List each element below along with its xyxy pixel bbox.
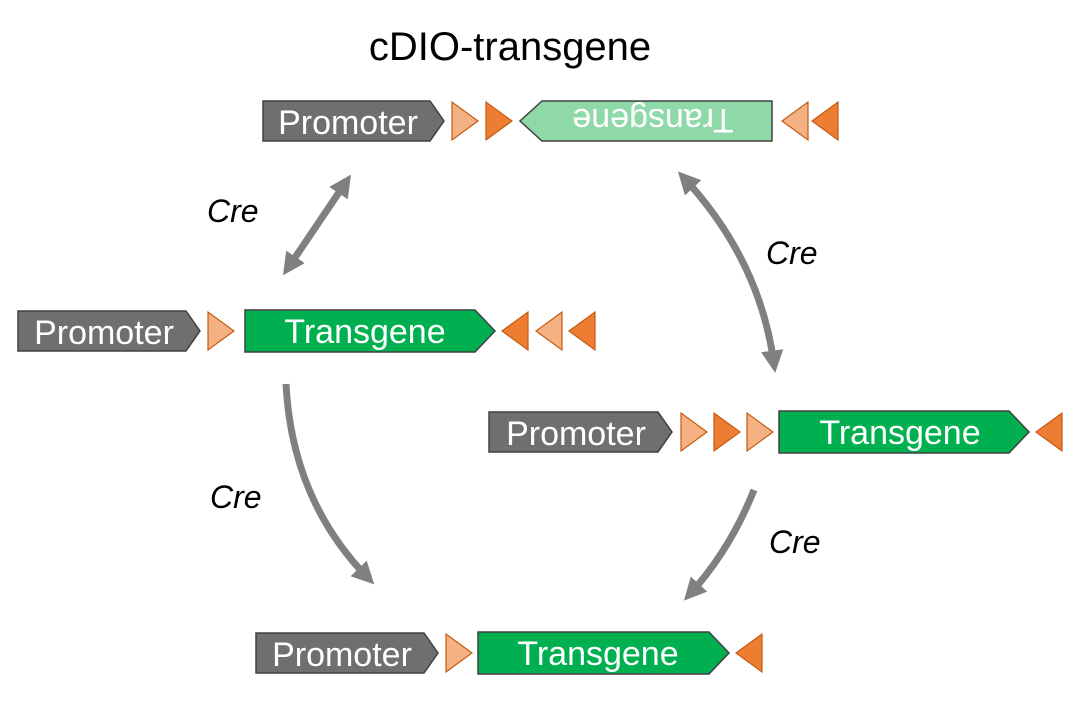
construct-middle-right: Promoter Transgene xyxy=(488,410,1063,454)
construct-top: Promoter Transgene xyxy=(262,100,839,142)
promoter-block: Promoter xyxy=(488,411,673,453)
diagram-title: cDIO-transgene xyxy=(369,25,651,69)
cre-arrow-bottom-left xyxy=(282,383,375,585)
promoter-label: Promoter xyxy=(506,415,646,453)
cre-label-top-right: Cre xyxy=(766,235,818,271)
cre-arrow-bottom-right xyxy=(683,488,758,601)
lox-site-light xyxy=(680,411,709,453)
transgene-label: Transgene xyxy=(284,313,445,351)
lox-site-dark xyxy=(810,100,839,142)
lox-site-dark xyxy=(500,310,529,352)
lox-site-dark xyxy=(713,411,742,453)
lox-site-light xyxy=(534,310,563,352)
promoter-label: Promoter xyxy=(272,636,412,674)
lox-site-light xyxy=(746,411,775,453)
cre-label-top-left: Cre xyxy=(207,193,259,229)
lox-site-dark xyxy=(734,632,763,674)
lox-site-light xyxy=(780,100,809,142)
cre-arrow-top-left xyxy=(282,174,352,276)
promoter-label: Promoter xyxy=(34,314,174,352)
construct-middle-left: Promoter Transgene xyxy=(17,309,596,353)
transgene-label: Transgene xyxy=(517,635,678,673)
promoter-block: Promoter xyxy=(17,310,201,352)
lox-site-dark xyxy=(485,100,514,142)
cre-label-bottom-left: Cre xyxy=(210,479,262,515)
promoter-label: Promoter xyxy=(278,104,418,142)
lox-site-light xyxy=(451,100,480,142)
lox-site-dark xyxy=(567,310,596,352)
transgene-block: Transgene xyxy=(244,309,497,353)
lox-site-dark xyxy=(1034,411,1063,453)
transgene-block: Transgene xyxy=(477,631,731,675)
cre-label-bottom-right: Cre xyxy=(769,524,821,560)
transgene-block: Transgene xyxy=(778,410,1031,454)
lox-site-light xyxy=(207,310,236,352)
lox-site-light xyxy=(445,632,474,674)
promoter-block: Promoter xyxy=(255,632,439,674)
transgene-block-inverted: Transgene xyxy=(518,100,773,142)
construct-bottom: Promoter Transgene xyxy=(255,631,763,675)
cre-arrow-top-right xyxy=(677,171,784,373)
transgene-label-inverted: Transgene xyxy=(572,101,733,139)
transgene-label: Transgene xyxy=(819,414,980,452)
promoter-block: Promoter xyxy=(262,100,445,142)
